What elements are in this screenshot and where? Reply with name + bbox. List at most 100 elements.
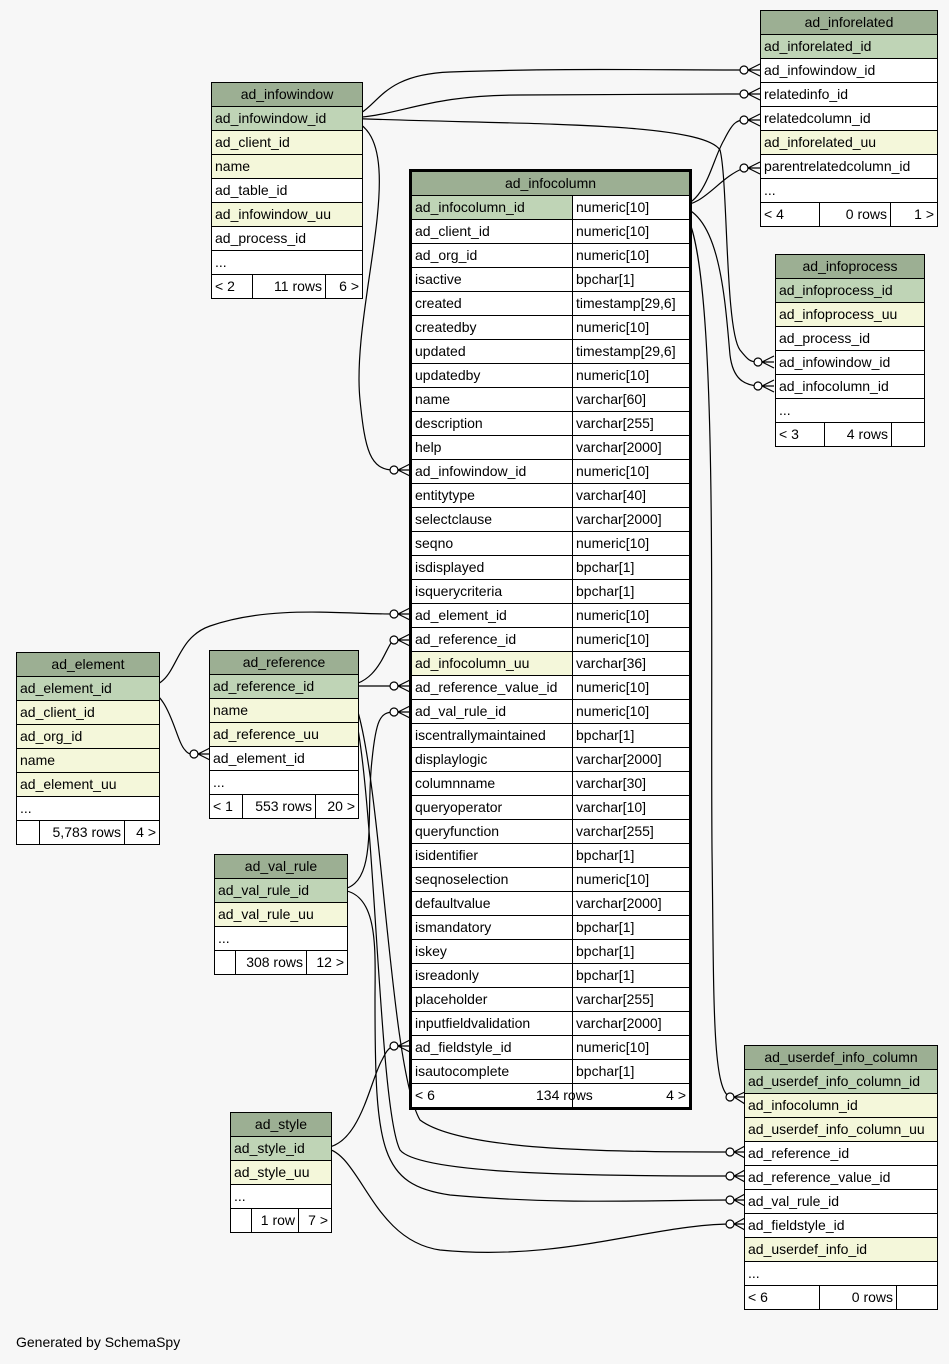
table-title[interactable]: ad_infowindow xyxy=(211,82,363,107)
column-name[interactable]: seqno xyxy=(410,531,573,556)
column-name[interactable]: created xyxy=(410,291,573,316)
column-name[interactable]: ad_client_id xyxy=(211,130,363,155)
column-name[interactable]: ad_inforelated_uu xyxy=(760,130,938,155)
more-columns-indicator[interactable]: ... xyxy=(744,1261,938,1286)
table-title[interactable]: ad_val_rule xyxy=(214,854,348,879)
column-name[interactable]: ad_infowindow_uu xyxy=(211,202,363,227)
column-name[interactable]: ad_element_id xyxy=(410,603,573,628)
parents-link[interactable] xyxy=(230,1208,252,1233)
parents-link[interactable]: < 4 xyxy=(760,202,820,227)
parents-link[interactable]: < 6 xyxy=(410,1083,573,1109)
column-name[interactable]: ad_userdef_info_column_uu xyxy=(744,1117,938,1142)
table-title[interactable]: ad_reference xyxy=(209,650,359,675)
column-name[interactable]: ad_org_id xyxy=(16,724,160,749)
column-name[interactable]: name xyxy=(16,748,160,773)
column-name[interactable]: createdby xyxy=(410,315,573,340)
children-link[interactable]: 12 > xyxy=(306,950,348,975)
children-link[interactable] xyxy=(891,422,925,447)
column-name[interactable]: selectclause xyxy=(410,507,573,532)
column-name[interactable]: updatedby xyxy=(410,363,573,388)
children-link[interactable]: 1 > xyxy=(890,202,938,227)
column-name[interactable]: ad_element_id xyxy=(16,676,160,701)
column-name[interactable]: ad_process_id xyxy=(775,326,925,351)
column-name[interactable]: ad_style_uu xyxy=(230,1160,332,1185)
column-name[interactable]: iscentrallymaintained xyxy=(410,723,573,748)
column-name[interactable]: name xyxy=(410,387,573,412)
parents-link[interactable] xyxy=(214,950,236,975)
column-name[interactable]: parentrelatedcolumn_id xyxy=(760,154,938,179)
column-name[interactable]: description xyxy=(410,411,573,436)
column-name[interactable]: queryfunction xyxy=(410,819,573,844)
more-columns-indicator[interactable]: ... xyxy=(775,398,925,423)
column-name[interactable]: isreadonly xyxy=(410,963,573,988)
column-name[interactable]: ad_infoprocess_id xyxy=(775,278,925,303)
column-name[interactable]: ad_process_id xyxy=(211,226,363,251)
column-name[interactable]: ad_val_rule_uu xyxy=(214,902,348,927)
column-name[interactable]: ad_reference_id xyxy=(744,1141,938,1166)
column-name[interactable]: ad_table_id xyxy=(211,178,363,203)
parents-link[interactable]: < 6 xyxy=(744,1285,820,1310)
more-columns-indicator[interactable]: ... xyxy=(214,926,348,951)
column-name[interactable]: isquerycriteria xyxy=(410,579,573,604)
column-name[interactable]: name xyxy=(211,154,363,179)
column-name[interactable]: isdisplayed xyxy=(410,555,573,580)
table-title[interactable]: ad_userdef_info_column xyxy=(744,1045,938,1070)
column-name[interactable]: ad_userdef_info_column_id xyxy=(744,1069,938,1094)
column-name[interactable]: ad_reference_value_id xyxy=(744,1165,938,1190)
column-name[interactable]: ad_fieldstyle_id xyxy=(410,1035,573,1060)
column-name[interactable]: updated xyxy=(410,339,573,364)
column-name[interactable]: ad_infocolumn_id xyxy=(744,1093,938,1118)
children-link[interactable] xyxy=(896,1285,938,1310)
column-name[interactable]: ad_val_rule_id xyxy=(214,878,348,903)
column-name[interactable]: ad_infowindow_id xyxy=(410,459,573,484)
column-name[interactable]: defaultvalue xyxy=(410,891,573,916)
column-name[interactable]: ad_infocolumn_uu xyxy=(410,651,573,676)
column-name[interactable]: isactive xyxy=(410,267,573,292)
column-name[interactable]: ad_reference_value_id xyxy=(410,675,573,700)
column-name[interactable]: ad_infocolumn_id xyxy=(410,195,573,220)
column-name[interactable]: ad_infocolumn_id xyxy=(775,374,925,399)
column-name[interactable]: isautocomplete xyxy=(410,1059,573,1084)
column-name[interactable]: ad_fieldstyle_id xyxy=(744,1213,938,1238)
column-name[interactable]: help xyxy=(410,435,573,460)
column-name[interactable]: displaylogic xyxy=(410,747,573,772)
parents-link[interactable]: < 1 xyxy=(209,794,243,819)
column-name[interactable]: ad_client_id xyxy=(410,219,573,244)
column-name[interactable]: name xyxy=(209,698,359,723)
column-name[interactable]: ad_infowindow_id xyxy=(760,58,938,83)
table-title[interactable]: ad_element xyxy=(16,652,160,677)
more-columns-indicator[interactable]: ... xyxy=(760,178,938,203)
column-name[interactable]: ismandatory xyxy=(410,915,573,940)
column-name[interactable]: ad_element_uu xyxy=(16,772,160,797)
column-name[interactable]: placeholder xyxy=(410,987,573,1012)
more-columns-indicator[interactable]: ... xyxy=(209,770,359,795)
table-title[interactable]: ad_style xyxy=(230,1112,332,1137)
more-columns-indicator[interactable]: ... xyxy=(211,250,363,275)
column-name[interactable]: ad_reference_id xyxy=(410,627,573,652)
column-name[interactable]: isidentifier xyxy=(410,843,573,868)
table-title[interactable]: ad_infoprocess xyxy=(775,254,925,279)
column-name[interactable]: entitytype xyxy=(410,483,573,508)
children-link[interactable]: 4 > xyxy=(666,1087,686,1103)
column-name[interactable]: ad_val_rule_id xyxy=(410,699,573,724)
column-name[interactable]: ad_reference_id xyxy=(209,674,359,699)
more-columns-indicator[interactable]: ... xyxy=(16,796,160,821)
column-name[interactable]: iskey xyxy=(410,939,573,964)
children-link[interactable]: 6 > xyxy=(325,274,363,299)
column-name[interactable]: ad_val_rule_id xyxy=(744,1189,938,1214)
parents-link[interactable] xyxy=(16,820,40,845)
children-link[interactable]: 4 > xyxy=(124,820,160,845)
column-name[interactable]: columnname xyxy=(410,771,573,796)
parents-link[interactable]: < 3 xyxy=(775,422,825,447)
column-name[interactable]: ad_infowindow_id xyxy=(775,350,925,375)
column-name[interactable]: ad_style_id xyxy=(230,1136,332,1161)
column-name[interactable]: ad_org_id xyxy=(410,243,573,268)
